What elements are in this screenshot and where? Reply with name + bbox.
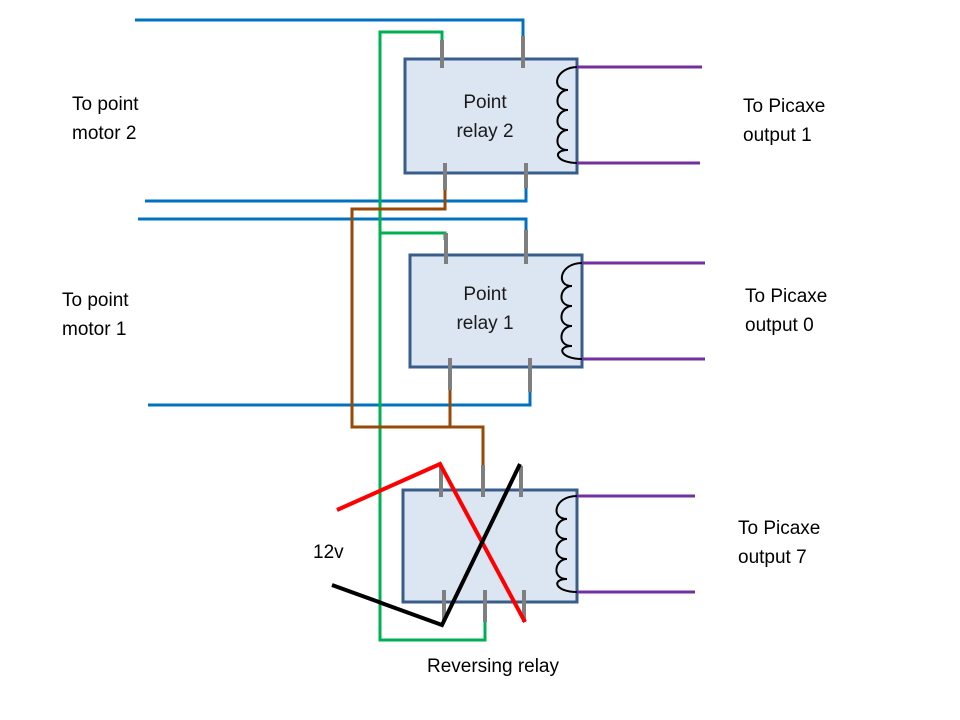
blue-wire-motor1-bottom [148,390,532,407]
black-wire [331,463,522,628]
green-wire [378,30,487,642]
label-12v: 12v [313,542,344,563]
reversing-relay-body [401,488,579,604]
purple-wires [577,65,705,594]
label-reversing-relay: Reversing relay [427,656,559,677]
red-wire [336,461,527,623]
coil-icon [555,66,583,593]
blue-wire-motor1-top [138,217,528,232]
brown-wire [350,188,485,465]
relay-2-pins [440,36,528,190]
point-relay-1-body [408,253,584,369]
blue-wire-motor2-top [135,18,525,36]
blue-wire-motor2-bottom [145,186,528,203]
green-wire-branch [380,231,447,240]
relay-1-pins [444,230,532,392]
point-relay-2-body [403,57,579,175]
